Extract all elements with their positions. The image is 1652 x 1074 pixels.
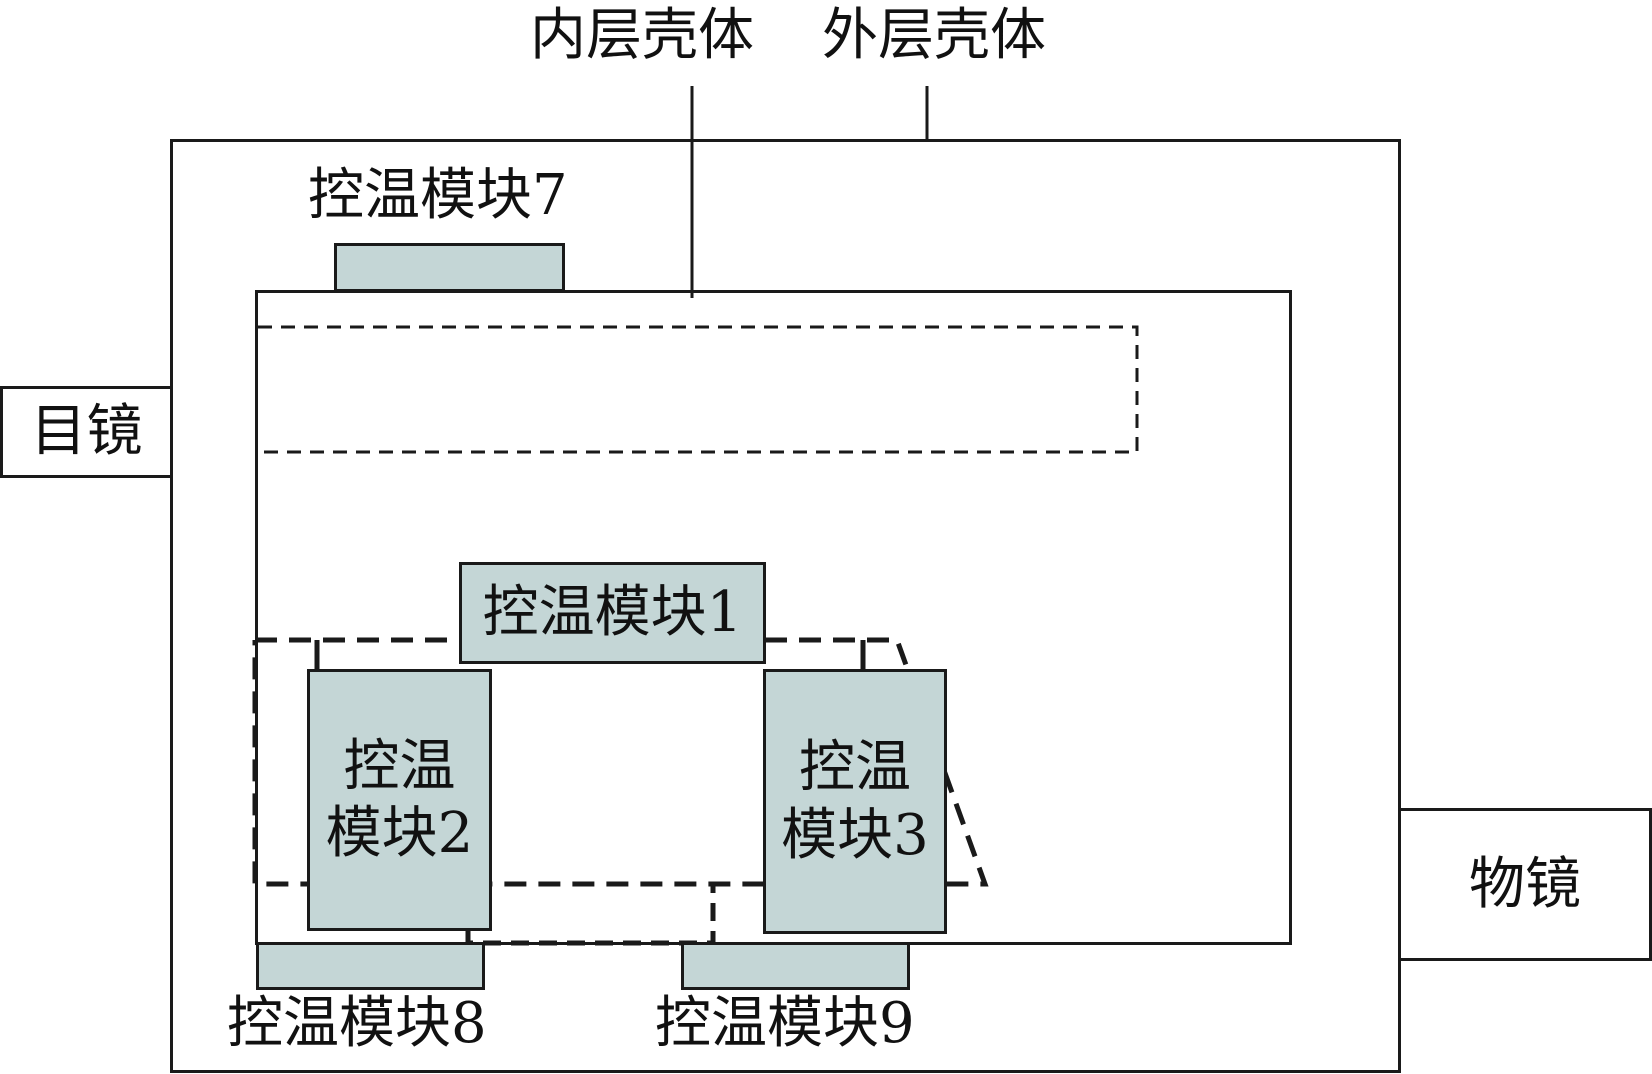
objective-box: 物镜: [1398, 808, 1652, 961]
temp-module-1-label: 控温模块1: [482, 580, 743, 646]
temp-module-9-label: 控温模块9: [655, 991, 915, 1056]
temp-module-8: [256, 942, 485, 990]
upper-dashed-region: [258, 325, 1139, 454]
outer-shell-box: [170, 139, 1401, 1073]
temp-module-1: 控温模块1: [459, 562, 766, 664]
temp-module-3-label: 控温 模块3: [781, 735, 929, 868]
temp-module-2: 控温 模块2: [307, 669, 492, 931]
outer-shell-label: 外层壳体: [822, 3, 1046, 68]
temp-module-9: [681, 942, 910, 990]
inner-shell-label: 内层壳体: [530, 3, 754, 68]
eyepiece-box: 目镜: [0, 386, 173, 478]
temp-module-8-label: 控温模块8: [227, 991, 487, 1056]
temp-module-2-label: 控温 模块2: [325, 733, 474, 866]
bottom-dashed-connector: [465, 884, 716, 946]
eyepiece-label: 目镜: [30, 399, 143, 464]
temp-module-7: [334, 243, 565, 292]
temp-module-7-label: 控温模块7: [308, 163, 568, 228]
temp-module-3: 控温 模块3: [763, 669, 947, 934]
objective-label: 物镜: [1469, 851, 1581, 917]
